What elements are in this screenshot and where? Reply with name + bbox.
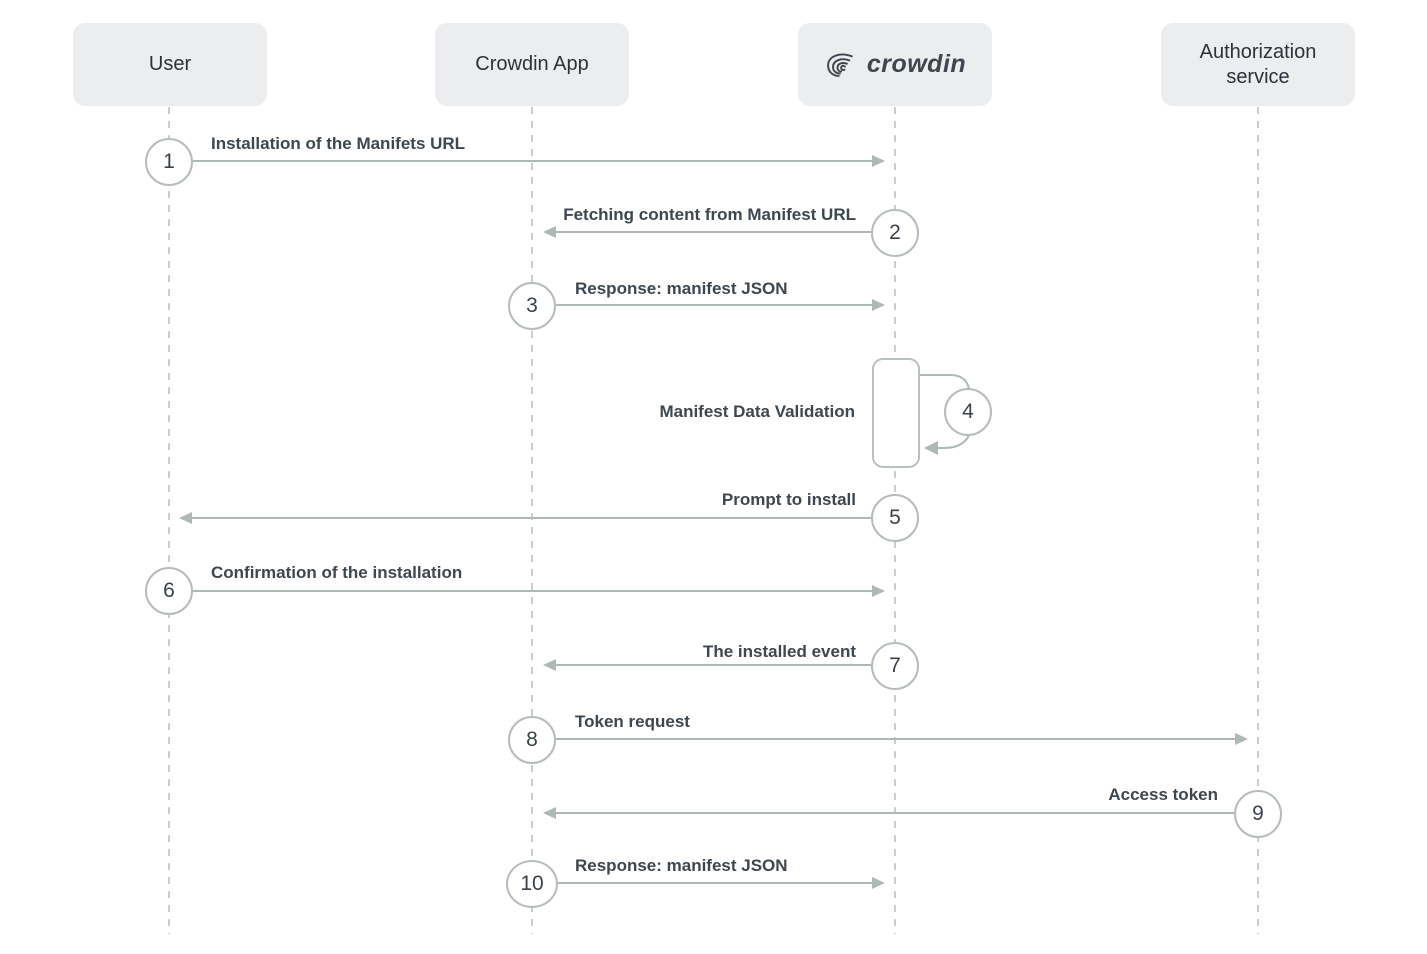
- crowdin-bird-icon: [824, 50, 860, 79]
- step-circle: 6: [145, 567, 193, 615]
- actor-user: User: [73, 23, 267, 106]
- message-label: Access token: [1108, 785, 1218, 804]
- actor-authorization-service-label: Authorization service: [1199, 40, 1317, 88]
- actor-user-label: User: [148, 53, 192, 75]
- step-circle: 3: [508, 282, 556, 330]
- step-circle: 7: [871, 642, 919, 690]
- arrow-left-icon: [543, 659, 871, 671]
- actor-crowdin: crowdin: [798, 23, 992, 106]
- message-label: Installation of the Manifets URL: [211, 134, 466, 153]
- activation-bar: [872, 358, 920, 468]
- actor-authorization-service: Authorization service: [1161, 23, 1355, 106]
- actor-crowdin-app: Crowdin App: [435, 23, 629, 106]
- step-circle: 2: [871, 209, 919, 257]
- message-label: Response: manifest JSON: [575, 856, 788, 875]
- step-circle: 10: [506, 860, 558, 908]
- arrow-left-icon: [179, 512, 871, 524]
- message-label: The installed event: [702, 642, 856, 661]
- arrow-left-icon: [543, 226, 871, 238]
- step-circle: 8: [508, 716, 556, 764]
- crowdin-wordmark: crowdin: [866, 50, 967, 78]
- message-label: Response: manifest JSON: [575, 279, 788, 298]
- message-label: Manifest Data Validation: [659, 402, 855, 421]
- message-label: Fetching content from Manifest URL: [563, 205, 856, 224]
- arrow-right-icon: [556, 299, 885, 311]
- lifeline-user: [168, 107, 170, 934]
- lifeline-crowdin-app: [531, 107, 533, 934]
- message-label: Prompt to install: [721, 490, 856, 509]
- arrow-right-icon: [193, 155, 885, 167]
- message-label: Token request: [575, 712, 690, 731]
- lifeline-authorization-service: [1257, 107, 1259, 934]
- step-circle: 9: [1234, 790, 1282, 838]
- arrow-right-icon: [556, 733, 1248, 745]
- arrow-left-icon: [543, 807, 1234, 819]
- step-circle: 1: [145, 138, 193, 186]
- arrow-right-icon: [558, 877, 885, 889]
- step-circle: 4: [944, 388, 992, 436]
- message-label: Confirmation of the installation: [211, 563, 463, 582]
- step-circle: 5: [871, 494, 919, 542]
- actor-crowdin-app-label: Crowdin App: [475, 53, 589, 75]
- arrow-right-icon: [193, 585, 885, 597]
